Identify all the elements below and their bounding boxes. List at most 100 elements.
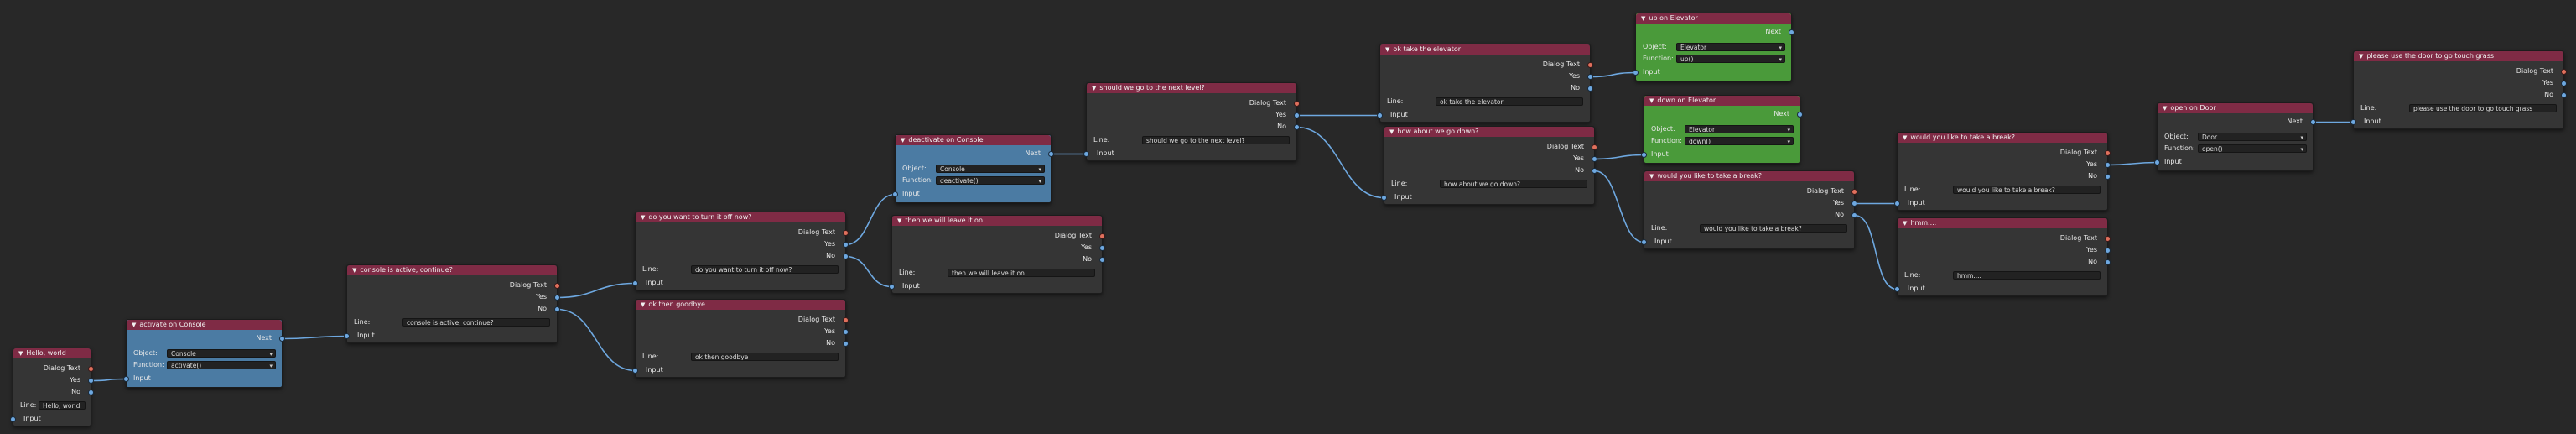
yes-socket[interactable] [843,242,849,248]
no-socket[interactable] [2105,259,2111,265]
dialog-text-socket[interactable] [1294,101,1300,107]
function-select[interactable]: open() [2198,144,2307,153]
line-field[interactable]: ok then goodbye [691,353,839,361]
collapse-chevron-icon[interactable]: ▼ [1389,128,1394,135]
collapse-chevron-icon[interactable]: ▼ [132,322,137,328]
yes-socket[interactable] [88,378,94,384]
no-socket[interactable] [554,306,560,312]
input-socket[interactable] [632,368,638,374]
dialog-node-go-down[interactable]: ▼how about we go down? Dialog Text Yes N… [1381,126,1597,205]
input-socket[interactable] [1894,201,1900,207]
collapse-chevron-icon[interactable]: ▼ [641,214,646,221]
no-socket[interactable] [1592,168,1597,174]
line-field[interactable]: then we will leave it on [948,269,1095,277]
line-field[interactable]: console is active, continue? [402,318,550,327]
yes-socket[interactable] [1592,156,1597,162]
line-field[interactable]: would you like to take a break? [1700,224,1847,233]
dialog-node-take-elevator[interactable]: ▼ok take the elevator Dialog Text Yes No… [1377,44,1593,123]
dialog-text-socket[interactable] [1099,233,1105,239]
line-field[interactable]: how about we go down? [1440,180,1587,188]
dialog-node-leave-it-on[interactable]: ▼then we will leave it on Dialog Text Ye… [889,215,1105,294]
node-header[interactable]: ▼should we go to the next level? [1087,83,1296,93]
node-header[interactable]: ▼deactivate on Console [896,135,1051,145]
yes-socket[interactable] [1294,112,1300,118]
dialog-text-socket[interactable] [2105,150,2111,156]
next-socket[interactable] [279,336,285,342]
action-node-deactivate-console[interactable]: ▼deactivate on Console Next Object: Cons… [892,134,1054,203]
collapse-chevron-icon[interactable]: ▼ [2163,105,2168,112]
node-header[interactable]: ▼do you want to turn it off now? [636,212,845,222]
collapse-chevron-icon[interactable]: ▼ [1092,85,1097,92]
input-socket[interactable] [1641,239,1647,245]
input-socket[interactable] [2154,159,2160,165]
line-field[interactable]: would you like to take a break? [1953,186,2101,194]
line-field[interactable]: should we go to the next level? [1142,136,1290,144]
node-header[interactable]: ▼then we will leave it on [892,216,1102,226]
action-node-down-elevator[interactable]: ▼down on Elevator Next Object: Elevator … [1641,95,1803,164]
node-header[interactable]: ▼would you like to take a break? [1644,171,1854,181]
collapse-chevron-icon[interactable]: ▼ [2359,53,2364,60]
action-node-open-door[interactable]: ▼open on Door Next Object: Door Function… [2154,102,2316,171]
dialog-node-take-a-break-lower[interactable]: ▼would you like to take a break? Dialog … [1641,170,1857,249]
collapse-chevron-icon[interactable]: ▼ [1641,15,1646,22]
yes-socket[interactable] [554,295,560,301]
function-select[interactable]: deactivate() [936,176,1045,185]
input-socket[interactable] [2350,119,2356,125]
action-node-up-elevator[interactable]: ▼up on Elevator Next Object: Elevator Fu… [1633,13,1794,81]
action-node-activate-console[interactable]: ▼activate on Console Next Object: Consol… [123,319,285,388]
function-select[interactable]: up() [1676,55,1785,63]
no-socket[interactable] [843,254,849,259]
function-select[interactable]: activate() [167,361,276,369]
no-socket[interactable] [2105,174,2111,180]
object-select[interactable]: Elevator [1685,125,1794,133]
node-header[interactable]: ▼would you like to take a break? [1898,133,2107,143]
collapse-chevron-icon[interactable]: ▼ [352,267,357,274]
yes-socket[interactable] [2561,81,2567,86]
input-socket[interactable] [123,376,129,382]
object-select[interactable]: Console [936,165,1045,173]
next-socket[interactable] [1048,151,1054,157]
node-header[interactable]: ▼down on Elevator [1644,96,1800,106]
collapse-chevron-icon[interactable]: ▼ [897,217,902,224]
collapse-chevron-icon[interactable]: ▼ [1903,134,1908,141]
no-socket[interactable] [1294,124,1300,130]
dialog-text-socket[interactable] [1587,62,1593,68]
dialog-node-touch-grass[interactable]: ▼please use the door to go touch grass D… [2350,50,2567,129]
collapse-chevron-icon[interactable]: ▼ [1649,173,1654,180]
input-socket[interactable] [1641,152,1647,158]
line-field[interactable]: do you want to turn it off now? [691,265,839,274]
yes-socket[interactable] [2105,162,2111,168]
dialog-text-socket[interactable] [2561,69,2567,75]
node-header[interactable]: ▼please use the door to go touch grass [2354,51,2563,61]
collapse-chevron-icon[interactable]: ▼ [1903,220,1908,227]
node-header[interactable]: ▼open on Door [2158,103,2313,113]
object-select[interactable]: Console [167,349,276,358]
node-header[interactable]: ▼how about we go down? [1384,127,1594,137]
yes-socket[interactable] [1852,201,1857,207]
node-header[interactable]: ▼up on Elevator [1636,13,1791,24]
dialog-node-turn-off[interactable]: ▼do you want to turn it off now? Dialog … [632,212,849,290]
dialog-text-socket[interactable] [554,283,560,289]
object-select[interactable]: Elevator [1676,43,1785,51]
dialog-node-ok-goodbye[interactable]: ▼ok then goodbye Dialog Text Yes No Line… [632,299,849,378]
input-socket[interactable] [1381,195,1387,201]
dialog-node-next-level[interactable]: ▼should we go to the next level? Dialog … [1083,82,1300,161]
dialog-text-socket[interactable] [843,230,849,236]
function-select[interactable]: down() [1685,137,1794,145]
line-field[interactable]: please use the door to go touch grass [2409,104,2557,112]
yes-socket[interactable] [1099,245,1105,251]
node-header[interactable]: ▼Hello, world [13,348,91,358]
next-socket[interactable] [2310,119,2316,125]
yes-socket[interactable] [843,329,849,335]
dialog-node-hmm[interactable]: ▼hmm.... Dialog Text Yes No Line: hmm...… [1894,217,2111,296]
no-socket[interactable] [843,341,849,347]
dialog-text-socket[interactable] [1852,189,1857,195]
dialog-node-take-a-break-upper[interactable]: ▼would you like to take a break? Dialog … [1894,132,2111,211]
dialog-node-hello-world[interactable]: ▼Hello, world Dialog Text Yes No Line: H… [10,348,94,426]
collapse-chevron-icon[interactable]: ▼ [1649,97,1654,104]
node-header[interactable]: ▼console is active, continue? [347,265,557,275]
dialog-node-console-active[interactable]: ▼console is active, continue? Dialog Tex… [344,264,560,343]
dialog-text-socket[interactable] [2105,236,2111,242]
input-socket[interactable] [1083,151,1089,157]
next-socket[interactable] [1797,112,1803,118]
